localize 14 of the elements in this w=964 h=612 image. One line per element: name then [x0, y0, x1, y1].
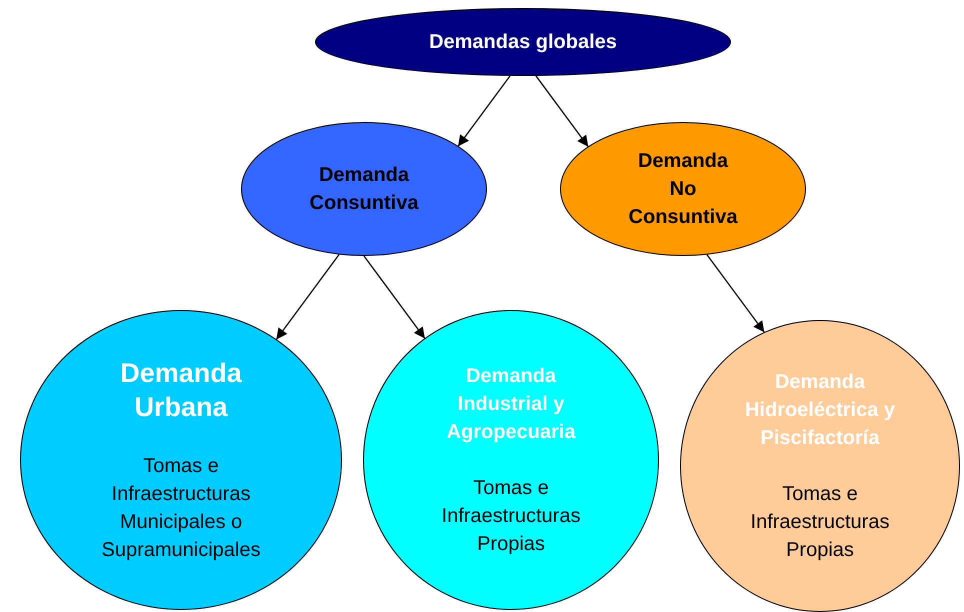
- node-heading: Demanda Industrial y Agropecuaria: [446, 364, 577, 445]
- arrow: [363, 256, 426, 339]
- node-heading: Demanda Urbana: [119, 357, 243, 424]
- node-description: Tomas e Infraestructuras Propias: [440, 476, 582, 557]
- arrow: [535, 76, 589, 148]
- arrow: [706, 254, 765, 333]
- node-heading: Demandas globales: [428, 30, 618, 55]
- node-description: Tomas e Infraestructuras Propias: [750, 482, 890, 563]
- node-heading: Demanda No Consuntiva: [628, 149, 739, 230]
- arrow: [276, 254, 340, 340]
- node-heading: Demanda Hidroeléctrica y Piscifactoría: [744, 370, 896, 451]
- arrow: [458, 76, 511, 147]
- node-heading: Demanda Consuntiva: [308, 163, 420, 216]
- node-description: Tomas e Infraestructuras Municipales o Supramunicipales: [100, 454, 262, 563]
